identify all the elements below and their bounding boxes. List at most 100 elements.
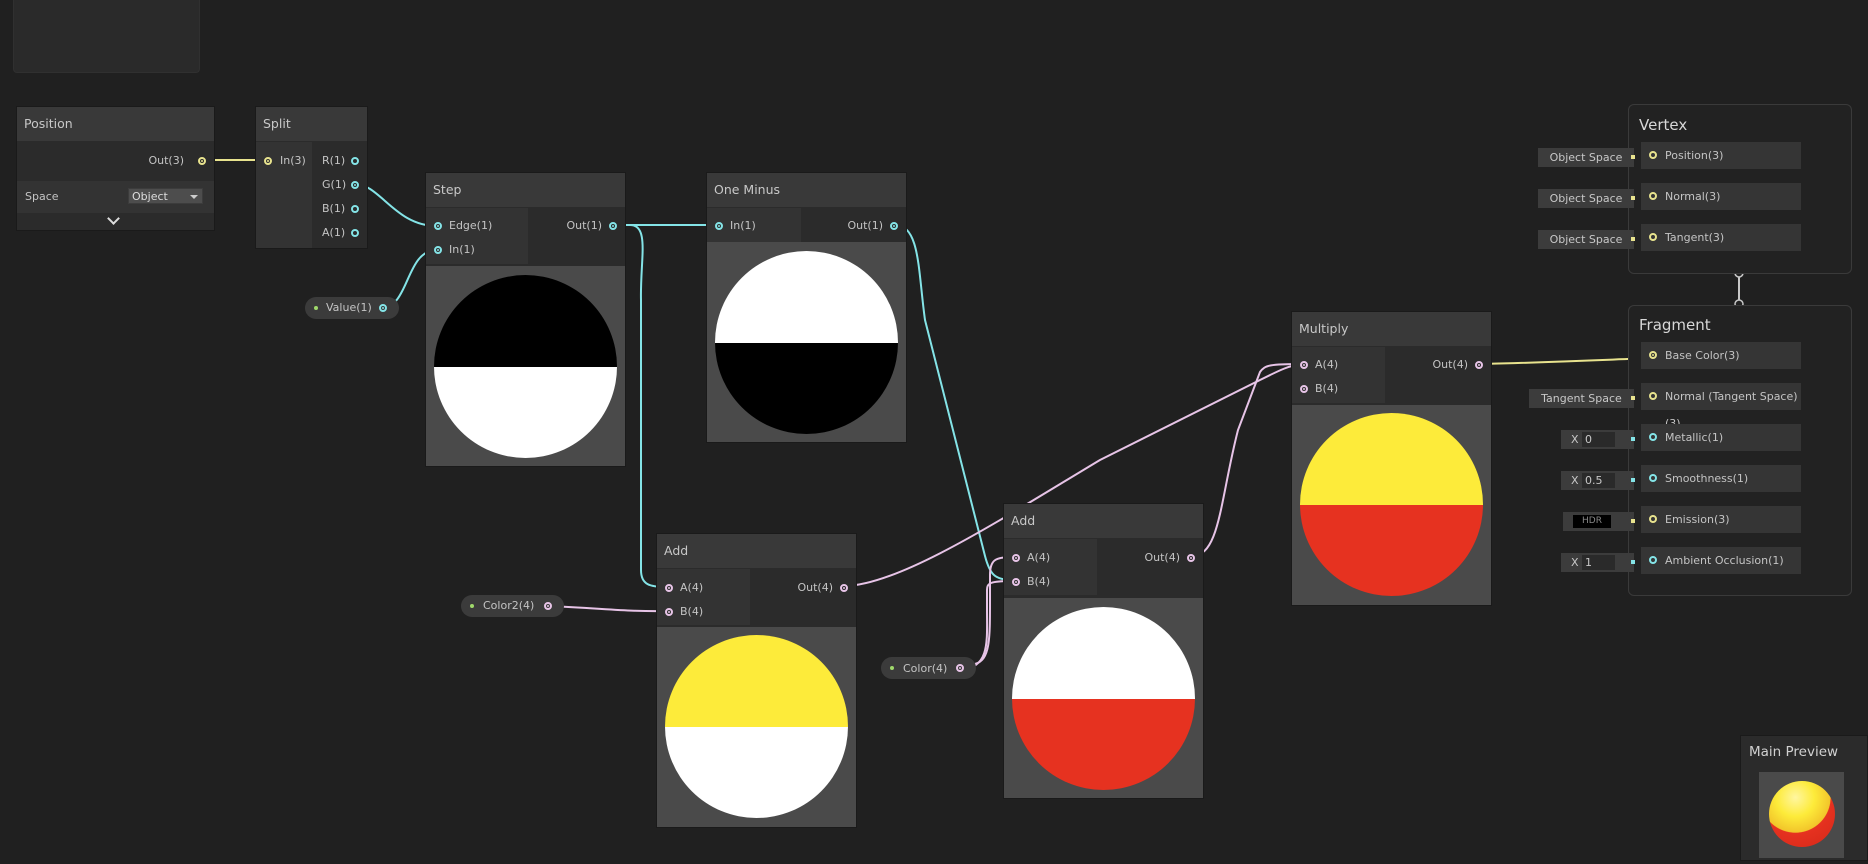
- metallic-field[interactable]: X 0: [1561, 430, 1635, 449]
- node-preview: [707, 242, 906, 442]
- ao-input[interactable]: 1: [1582, 555, 1615, 570]
- output-port-icon[interactable]: [544, 602, 552, 610]
- position-node[interactable]: Position Out(3) Space Object: [16, 106, 215, 231]
- fragment-slot-emission[interactable]: Emission(3): [1641, 506, 1801, 533]
- split-node[interactable]: Split In(3) R(1) G(1) B(1) A(1): [255, 106, 368, 249]
- node-title: Add: [657, 534, 856, 568]
- main-preview-viewport[interactable]: [1759, 772, 1844, 858]
- output-r-label: R(1): [322, 154, 346, 167]
- fragment-slot-smoothness[interactable]: Smoothness(1): [1641, 465, 1801, 492]
- vertex-slot-position[interactable]: Position(3): [1641, 142, 1801, 169]
- add-node-1[interactable]: Add A(4) B(4) Out(4): [656, 533, 857, 828]
- input-a-icon[interactable]: [665, 584, 673, 592]
- input-b-icon[interactable]: [665, 608, 673, 616]
- output-r-icon[interactable]: [351, 157, 359, 165]
- normal-tangent-space-field[interactable]: Tangent Space: [1529, 389, 1635, 408]
- vertex-block[interactable]: Vertex Position(3) Normal(3) Tangent(3): [1628, 104, 1852, 274]
- input-port-icon[interactable]: [715, 222, 723, 230]
- preview-sphere: [665, 635, 848, 818]
- output-port-label: Out(4): [1432, 358, 1468, 371]
- metallic-input[interactable]: 0: [1582, 432, 1615, 447]
- space-dropdown[interactable]: Object: [128, 188, 203, 204]
- tangent-space-field[interactable]: Object Space: [1538, 230, 1635, 249]
- fragment-slot-base-color[interactable]: Base Color(3): [1641, 342, 1801, 369]
- chevron-down-icon: [190, 195, 198, 199]
- vertex-slot-normal[interactable]: Normal(3): [1641, 183, 1801, 210]
- input-port-icon[interactable]: [1649, 515, 1657, 523]
- vertex-slot-tangent[interactable]: Tangent(3): [1641, 224, 1801, 251]
- node-preview: [1292, 405, 1491, 605]
- add-node-2[interactable]: Add A(4) B(4) Out(4): [1003, 503, 1204, 799]
- node-preview: [657, 627, 856, 827]
- input-port-icon[interactable]: [1649, 351, 1657, 359]
- color2-property-pill[interactable]: Color2(4): [461, 595, 564, 617]
- input-a-label: A(4): [1315, 358, 1339, 371]
- output-port-icon[interactable]: [956, 664, 964, 672]
- hdr-color-swatch[interactable]: HDR: [1573, 515, 1611, 528]
- output-a-icon[interactable]: [351, 229, 359, 237]
- input-in-icon[interactable]: [434, 246, 442, 254]
- fragment-slot-metallic[interactable]: Metallic(1): [1641, 424, 1801, 451]
- smoothness-input[interactable]: 0.5: [1582, 473, 1615, 488]
- space-label: Space: [25, 190, 59, 203]
- input-port-icon[interactable]: [1649, 474, 1657, 482]
- output-port-icon[interactable]: [609, 222, 617, 230]
- main-preview-panel[interactable]: Main Preview: [1740, 735, 1868, 861]
- fragment-slot-normal[interactable]: Normal (Tangent Space)(3): [1641, 383, 1801, 430]
- node-preview: [1004, 598, 1203, 798]
- space-value: Object Space: [1549, 192, 1623, 205]
- input-port-icon[interactable]: [1649, 192, 1657, 200]
- input-a-label: A(4): [680, 581, 704, 594]
- fragment-block[interactable]: Fragment Base Color(3) Normal (Tangent S…: [1628, 305, 1852, 596]
- space-value: Object Space: [1549, 233, 1623, 246]
- node-title: Step: [426, 173, 625, 207]
- input-b-icon[interactable]: [1012, 578, 1020, 586]
- normal-space-field[interactable]: Object Space: [1538, 189, 1635, 208]
- emission-field[interactable]: HDR: [1563, 512, 1635, 531]
- input-port-icon[interactable]: [1649, 151, 1657, 159]
- color-property-pill[interactable]: Color(4): [881, 657, 976, 679]
- node-title: Add: [1004, 504, 1203, 538]
- output-port-icon[interactable]: [840, 584, 848, 592]
- input-b-label: B(4): [1027, 575, 1051, 588]
- output-port-label: Out(3): [148, 154, 184, 167]
- output-port-label: Out(1): [566, 219, 602, 232]
- smoothness-field[interactable]: X 0.5: [1561, 471, 1635, 490]
- output-port-icon[interactable]: [890, 222, 898, 230]
- property-label: Color(4): [903, 662, 948, 675]
- connector-dot-icon: [1631, 437, 1635, 441]
- ambient-occlusion-field[interactable]: X 1: [1561, 553, 1635, 572]
- input-b-icon[interactable]: [1300, 385, 1308, 393]
- output-port-icon[interactable]: [1187, 554, 1195, 562]
- input-a-icon[interactable]: [1012, 554, 1020, 562]
- space-value: Tangent Space: [1541, 392, 1622, 405]
- wire-add2-multiply: [1191, 363, 1304, 557]
- input-edge-icon[interactable]: [434, 222, 442, 230]
- space-value: Object: [132, 190, 168, 203]
- position-space-field[interactable]: Object Space: [1538, 148, 1635, 167]
- output-port-icon[interactable]: [379, 304, 387, 312]
- step-node[interactable]: Step Edge(1) In(1) Out(1): [425, 172, 626, 467]
- output-port-icon[interactable]: [1475, 361, 1483, 369]
- value-property-pill[interactable]: Value(1): [305, 297, 399, 319]
- input-port-icon[interactable]: [1649, 433, 1657, 441]
- input-port-label: In(1): [730, 219, 756, 232]
- output-port-label: Out(1): [847, 219, 883, 232]
- connector-dot-icon: [1631, 560, 1635, 564]
- multiply-node[interactable]: Multiply A(4) B(4) Out(4): [1291, 311, 1492, 606]
- one-minus-node[interactable]: One Minus In(1) Out(1): [706, 172, 907, 443]
- x-label: X: [1571, 433, 1579, 446]
- input-port-icon[interactable]: [264, 157, 272, 165]
- input-a-icon[interactable]: [1300, 361, 1308, 369]
- input-port-icon[interactable]: [1649, 392, 1657, 400]
- collapse-chevron-icon[interactable]: [107, 212, 120, 225]
- output-g-icon[interactable]: [351, 181, 359, 189]
- input-port-icon[interactable]: [1649, 556, 1657, 564]
- node-title: Position: [17, 107, 214, 141]
- output-b-icon[interactable]: [351, 205, 359, 213]
- input-port-icon[interactable]: [1649, 233, 1657, 241]
- input-b-label: B(4): [680, 605, 704, 618]
- output-port-icon[interactable]: [198, 157, 206, 165]
- node-preview: [426, 266, 625, 466]
- fragment-slot-ambient-occlusion[interactable]: Ambient Occlusion(1): [1641, 547, 1801, 574]
